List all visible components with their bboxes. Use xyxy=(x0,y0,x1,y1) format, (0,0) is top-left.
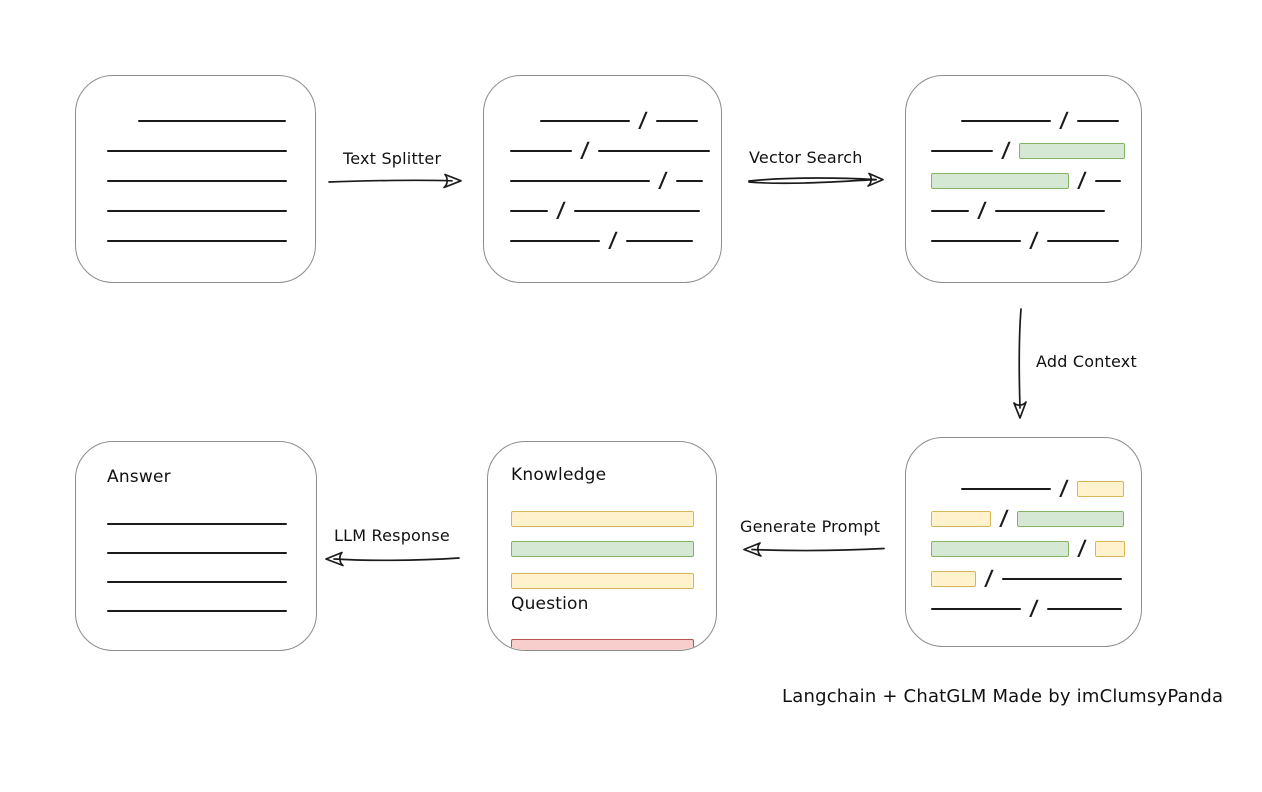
chunk-row xyxy=(107,156,315,186)
chunk-row xyxy=(138,96,315,126)
text-line xyxy=(510,240,600,242)
text-line xyxy=(573,210,700,212)
text-line xyxy=(540,120,630,122)
chunk-row: Question xyxy=(511,586,716,622)
red-chunk-rect xyxy=(511,639,694,650)
chunk-row: / xyxy=(931,186,1141,222)
text-line xyxy=(931,210,969,212)
text-line xyxy=(675,180,703,182)
chunk-row: / xyxy=(961,96,1141,132)
context-chunks-box: ///// xyxy=(905,437,1142,647)
chunk-row: / xyxy=(510,216,721,252)
chunk-row: / xyxy=(931,216,1141,252)
text-line xyxy=(625,240,693,242)
chunk-row xyxy=(107,529,316,558)
green-chunk-rect xyxy=(931,541,1069,557)
yellow-chunk-rect xyxy=(511,511,694,527)
text-line xyxy=(1076,120,1119,122)
chunk-row: Knowledge xyxy=(511,456,716,494)
text-line xyxy=(961,488,1051,490)
source-document-box xyxy=(75,75,316,283)
chunk-row xyxy=(511,494,716,527)
box-section-label: Answer xyxy=(107,467,171,487)
yellow-chunk-rect xyxy=(1076,481,1124,497)
yellow-chunk-rect xyxy=(511,573,694,589)
chunk-row xyxy=(511,622,716,650)
llm-response-label: LLM Response xyxy=(334,526,450,545)
slash-separator: / xyxy=(1028,228,1039,252)
text-line xyxy=(138,120,286,122)
text-line xyxy=(931,240,1021,242)
green-chunk-rect xyxy=(1016,511,1124,527)
text-chunks-box: ///// xyxy=(483,75,722,283)
chunk-row: / xyxy=(540,96,721,132)
green-chunk-rect xyxy=(931,173,1069,189)
text-line xyxy=(994,210,1105,212)
yellow-chunk-rect xyxy=(931,511,991,527)
text-line xyxy=(1094,180,1121,182)
text-line xyxy=(107,150,287,152)
box-section-label: Question xyxy=(511,594,589,614)
chunk-row xyxy=(107,500,316,529)
chunk-row: / xyxy=(931,584,1141,620)
chunk-row: / xyxy=(931,156,1141,192)
text-splitter-arrow xyxy=(328,173,462,189)
llm-response-arrow xyxy=(325,551,460,567)
slash-separator: / xyxy=(1028,596,1039,620)
vector-search-arrow xyxy=(748,172,884,187)
text-line xyxy=(510,180,650,182)
text-line xyxy=(961,120,1051,122)
chunk-row: / xyxy=(510,126,721,162)
green-chunk-rect xyxy=(1018,143,1125,159)
chunk-row xyxy=(107,126,315,156)
text-line xyxy=(510,150,572,152)
text-line xyxy=(107,610,287,612)
text-line xyxy=(1001,578,1122,580)
text-line xyxy=(510,210,548,212)
chunk-row: / xyxy=(510,186,721,222)
box-section-label: Knowledge xyxy=(511,465,607,485)
vector-search-label: Vector Search xyxy=(749,148,863,167)
chunk-row xyxy=(107,216,315,246)
generate-prompt-label: Generate Prompt xyxy=(740,517,881,536)
chunk-row: / xyxy=(510,156,721,192)
text-line xyxy=(655,120,698,122)
text-line xyxy=(931,608,1021,610)
chunk-row xyxy=(107,558,316,587)
add-context-arrow xyxy=(1013,308,1027,419)
vector-search-result-box: ///// xyxy=(905,75,1142,283)
generate-prompt-arrow xyxy=(743,542,885,557)
text-line xyxy=(107,180,287,182)
answer-box: Answer xyxy=(75,441,317,651)
text-line xyxy=(107,210,287,212)
text-splitter-label: Text Splitter xyxy=(343,149,442,168)
green-chunk-rect xyxy=(511,541,694,557)
text-line xyxy=(597,150,710,152)
text-line xyxy=(107,552,287,554)
text-line xyxy=(1046,608,1122,610)
text-line xyxy=(107,523,287,525)
text-line xyxy=(107,581,287,583)
chunk-row: / xyxy=(931,524,1141,560)
chunk-row: / xyxy=(931,126,1141,162)
slash-separator: / xyxy=(607,228,618,252)
yellow-chunk-rect xyxy=(1094,541,1125,557)
chunk-row xyxy=(511,524,716,557)
add-context-label: Add Context xyxy=(1036,352,1137,371)
text-line xyxy=(1046,240,1119,242)
chunk-row: / xyxy=(931,494,1141,530)
text-line xyxy=(107,240,287,242)
yellow-chunk-rect xyxy=(931,571,976,587)
chunk-row: Answer xyxy=(107,454,316,500)
text-line xyxy=(931,150,993,152)
chunk-row xyxy=(107,186,315,216)
chunk-row: / xyxy=(961,464,1141,500)
chunk-row xyxy=(511,554,716,589)
diagram-caption: Langchain + ChatGLM Made by imClumsyPand… xyxy=(782,686,1224,707)
chunk-row xyxy=(107,587,316,616)
chunk-row: / xyxy=(931,554,1141,590)
